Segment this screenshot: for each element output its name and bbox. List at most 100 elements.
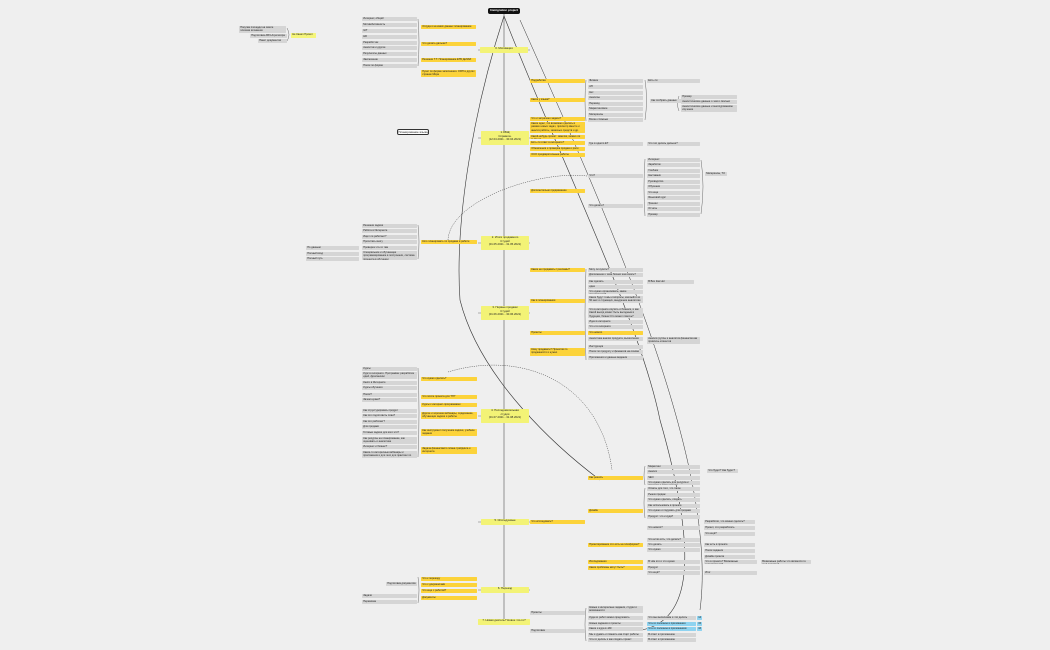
m6-branch[interactable]: Что еще с работой? [421, 589, 477, 593]
m4-leaf[interactable]: Как структурировать продукт [362, 409, 417, 413]
m4-leaf[interactable]: Как это работает? [362, 420, 417, 424]
m5-leaf[interactable]: Рынок продаж [647, 493, 700, 497]
m1-leaf[interactable]: Как отобрать данные [650, 99, 695, 103]
m7-leaf[interactable]: Куда из работ можно предложить [588, 616, 643, 620]
m3-leaf[interactable]: Анализ группы и аналитик финансов как пр… [647, 337, 700, 344]
left-cluster-item[interactable]: Подготовка АВЧ-Агрегатора [250, 34, 287, 38]
root-node[interactable]: Immigration project [488, 8, 520, 14]
m5-leaf[interactable]: Что нового? [647, 526, 700, 530]
m1-branch[interactable]: Есть ли ответ в интернете? [530, 141, 585, 145]
m7-branch[interactable]: Подготовка [530, 629, 585, 633]
m5-leaf[interactable]: Проект, что разработать [704, 526, 755, 530]
m0-branch[interactable]: Откуда и на каких данных планирование [421, 25, 476, 29]
m2-leaf[interactable]: Прочитать книгу [362, 240, 417, 244]
m1-leaf[interactable]: Анализы [588, 96, 643, 100]
m2-leaf[interactable]: Решение задачи [362, 224, 417, 228]
m0-branch[interactable]: Пункт по форме заполнения. ОФП в других … [421, 70, 476, 77]
m7-leaf[interactable]: Какие и куда в JAF [588, 627, 643, 631]
m1-leaf[interactable]: Отчеты [647, 207, 700, 211]
m0-leaf[interactable]: Интернет, общий [362, 17, 417, 21]
m4-leaf[interactable]: Поиск? [362, 393, 417, 397]
m2-leaf[interactable]: Специальное и обучающее программирование… [362, 251, 417, 260]
m7-leaf[interactable]: В ответ к приложению [647, 633, 696, 637]
m1-leaf[interactable]: Интернет [647, 158, 700, 162]
m5-leaf[interactable]: Как использовать в проекте [647, 504, 700, 508]
m5-leaf[interactable]: SEO [647, 476, 700, 480]
m1-leaf[interactable]: Есть ли [647, 79, 700, 83]
m3-leaf[interactable]: Инструкция [588, 345, 643, 349]
m1-branch[interactable]: Обновления и проверка продаж и роли [530, 147, 585, 151]
m4-leaf[interactable]: Какие-то интересные вебинары и приложени… [362, 451, 417, 458]
m1-leaf[interactable]: Пример [681, 95, 737, 99]
left-cluster-item[interactable]: Покупка площади на земле платежи вложени… [239, 26, 286, 33]
m7-leaf[interactable]: Новые задания и проекты [588, 622, 643, 626]
m5-leaf[interactable]: Дизайн проекта [704, 555, 755, 559]
m3-leaf[interactable]: Что и в интернете [588, 325, 643, 329]
m5-hub[interactable]: Что исследовать? [530, 520, 585, 524]
m1-leaf[interactable]: Аналитические данные и многоуровневое из… [681, 105, 737, 112]
m1-leaf[interactable]: Перевод [588, 102, 643, 106]
section-7[interactable]: 7. Новая деятель? Новое что-то? [478, 619, 530, 625]
m1-leaf[interactable]: Языковой курс [647, 196, 700, 200]
m2-left-leaf[interactable]: Полный вход [306, 252, 359, 256]
m7-branch[interactable]: Проекты [530, 611, 585, 615]
m0-branch[interactable]: Что делать дальше? [421, 42, 476, 46]
m4-leaf[interactable]: Курсы обучения [362, 386, 417, 390]
m1-leaf[interactable]: Аналитические данные о чем и сколько [681, 100, 737, 104]
m4-branch[interactable]: Курсы с интернет-программами [421, 403, 477, 407]
m1-leaf[interactable]: АП [588, 85, 643, 89]
m1-branch[interactable]: Подработка [530, 79, 585, 83]
m4-leaf[interactable]: Зачем нужно? [362, 398, 417, 402]
m4-leaf[interactable]: Курсы [362, 367, 417, 371]
section-2[interactable]: 2. Итоги продажного Студий (01.05.2021 -… [481, 236, 529, 250]
m3-leaf[interactable]: Идеи в интернете [588, 320, 643, 324]
m5-leaf[interactable]: Что нужно и подумать для продажи [647, 509, 700, 513]
m6-branch[interactable]: Что к переезду [421, 577, 477, 581]
m4-branch[interactable]: Другие и хорошие вебинары, содержание, о… [421, 412, 477, 419]
m5-leaf[interactable]: Продукт [647, 566, 700, 570]
m5-leaf[interactable]: Что ещё? [647, 571, 700, 575]
m4-leaf[interactable]: Как ресурсы на планирование, как оценива… [362, 437, 417, 444]
section-6[interactable]: 6. Переезд [481, 587, 529, 593]
m1-leaf[interactable]: Заработок [647, 163, 700, 167]
m1-leaf[interactable]: Пример [647, 213, 700, 217]
m5-leaf[interactable]: Маркетинг [647, 465, 700, 469]
m4-leaf[interactable]: Интернет и бизнес? [362, 445, 417, 449]
m1-leaf[interactable]: Что? [588, 174, 643, 178]
m5-branch[interactable]: Проектирование что есть на платформе? [588, 543, 643, 547]
m1-leaf[interactable]: Что еще [647, 191, 700, 195]
m3-leaf[interactable]: Какие будут темы и вопросы, как выйти из… [588, 296, 643, 303]
m7-leaf-highlight[interactable]: Что-то полезное и приложения [647, 622, 696, 626]
m2-left-leaf[interactable]: Полный путь [306, 257, 359, 261]
m6-left-leaf[interactable]: Перевозка [362, 600, 417, 604]
m5-leaf[interactable]: Поиск задания [704, 549, 755, 553]
m2-hub[interactable]: Кого планировать по продаже в работе [421, 240, 477, 244]
m1-leaf[interactable]: Где в одного ЕТ [588, 142, 643, 146]
m4-branch[interactable]: Что нужно сделать? [421, 377, 477, 381]
m3-leaf[interactable]: Дополнение к теме бизнес как искать? [588, 273, 643, 277]
m1-branch[interactable]: Какой-нибудь проект: заметки, можно ли в… [530, 135, 585, 139]
m5-branch[interactable]: Дизайн [588, 509, 643, 513]
m5-leaf[interactable]: В чём это и что нужно [647, 560, 700, 564]
m1-leaf[interactable]: Маркетинговое [588, 107, 643, 111]
section-1[interactable]: 1.ОБЩ Справочн. (12.04.2021 - 30.04.2021… [481, 131, 529, 145]
m0-leaf[interactable]: Поиск по форме [362, 64, 417, 68]
m3-leaf[interactable]: Что нужно организовать, какие предприяти… [588, 290, 643, 294]
m5-leaf[interactable]: Разработки, что можно сделать? [704, 520, 755, 524]
m3-leaf[interactable]: Что нового [588, 331, 643, 335]
m3-leaf[interactable]: Могу ли купить? [588, 268, 643, 272]
m5-leaf[interactable]: Что нужно сделать, создать [647, 498, 700, 502]
m5-branch[interactable]: Как решить [588, 476, 643, 480]
m7-leaf[interactable]: Мы и думать и помнить как старт работы [588, 633, 643, 637]
m1-leaf[interactable]: Материалы, ТЗ [705, 172, 727, 176]
m3-branch[interactable]: Проекты [530, 331, 585, 335]
m5-leaf[interactable]: Как есть в проекте [704, 543, 755, 547]
m1-branch[interactable]: Дополнительно продвижение [530, 189, 585, 193]
m5-leaf[interactable]: Что нужно [647, 548, 700, 552]
m7-leaf-highlight[interactable]: Что-то полезное в приложениях [647, 627, 696, 631]
m0-leaf[interactable]: Результаты данных [362, 52, 417, 56]
m5-leaf[interactable]: Что в проекте? Возможные тестирования? [704, 560, 757, 564]
m7-leaf[interactable]: В ответ к приложению [647, 638, 696, 642]
m2-left-leaf[interactable]: По данным [306, 246, 359, 250]
m1-leaf[interactable]: Обучение [647, 185, 700, 189]
